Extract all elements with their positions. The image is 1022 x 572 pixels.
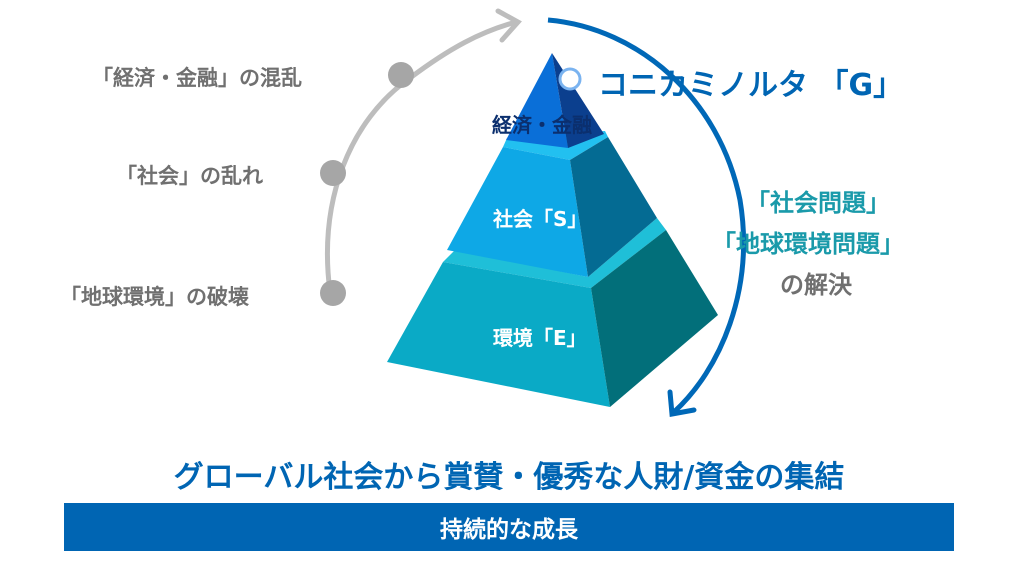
tier-e-side	[591, 230, 718, 407]
label-economy-disorder: 「経済・金融」の混乱	[92, 66, 302, 90]
tier-e-front	[387, 262, 610, 407]
tier-s-side	[570, 137, 657, 277]
issue-resolution: の解決	[780, 271, 852, 299]
blue-arrowhead-icon	[667, 389, 697, 417]
label-environment-destruction: 「地球環境」の破壊	[60, 285, 249, 309]
tier-g-label: 経済・金融	[492, 113, 592, 137]
tier-g-front	[506, 53, 568, 148]
dot-economy	[388, 62, 414, 88]
issue-social: 「社会問題」	[746, 189, 890, 217]
tier-e-ledge	[443, 218, 666, 288]
tier-s-label: 社会「S」	[493, 207, 588, 231]
tier-s-front	[447, 147, 588, 277]
label-society-disorder: 「社会」の乱れ	[116, 164, 263, 188]
company-label: コニカミノルタ 「G」	[598, 68, 904, 103]
company-marker	[558, 67, 582, 91]
gray-arrowhead-icon	[495, 8, 522, 43]
dot-environment	[320, 280, 346, 306]
tier-e-label: 環境「E」	[493, 326, 587, 350]
sustainable-growth-bar: 持続的な成長	[64, 503, 954, 551]
headline: グローバル社会から賞賛・優秀な人財/資金の集結	[173, 460, 845, 495]
bar-label: 持続的な成長	[440, 517, 578, 543]
dot-society	[320, 160, 346, 186]
issue-environment: 「地球環境問題」	[712, 230, 904, 258]
blue-cycle-arc	[547, 17, 746, 414]
